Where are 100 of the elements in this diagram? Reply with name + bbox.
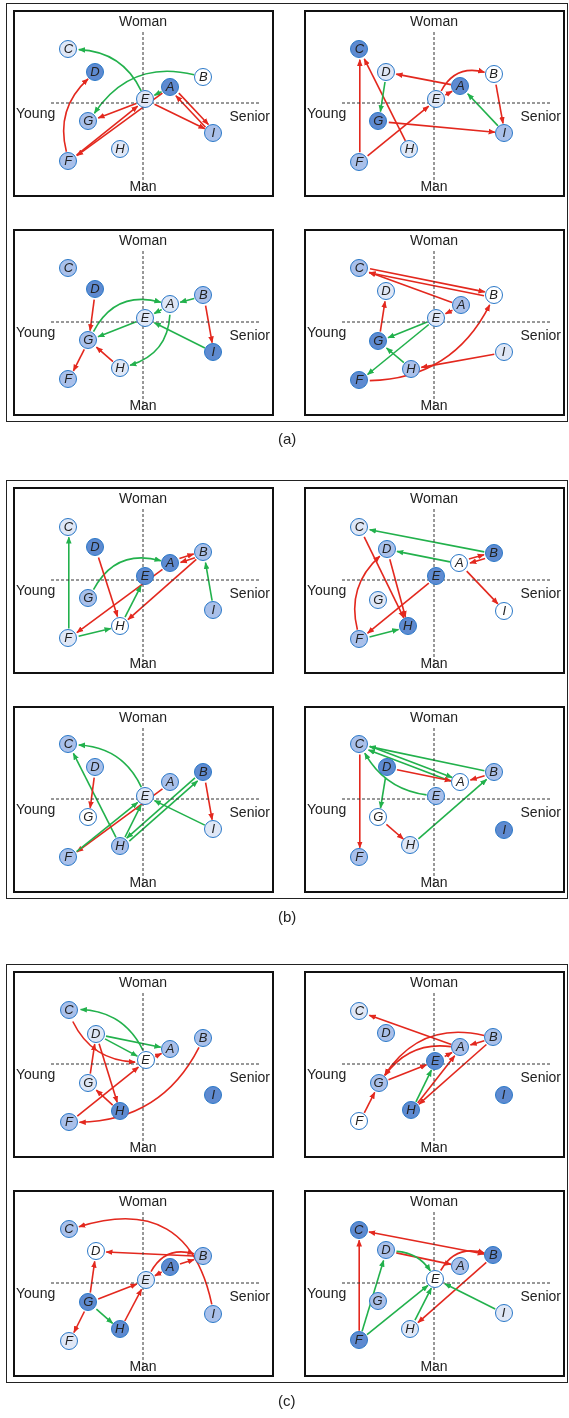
- quadrant-panel: [304, 1190, 565, 1377]
- letter-circle: A: [161, 295, 179, 314]
- arrow: [378, 776, 387, 809]
- letter-circle: A: [451, 77, 470, 95]
- axis-label: Woman: [410, 1194, 458, 1209]
- letter-circle: F: [350, 371, 369, 390]
- letter-circle: C: [59, 517, 78, 536]
- arrow: [76, 788, 164, 853]
- letter-circle: F: [59, 152, 78, 170]
- letter-circle: A: [451, 1257, 470, 1275]
- letter-circle: F: [59, 629, 78, 647]
- arrow: [72, 348, 86, 372]
- letter-circle: F: [350, 630, 369, 648]
- letter-circle: E: [136, 1051, 155, 1070]
- letter-circle: I: [204, 123, 223, 142]
- arrow: [62, 78, 89, 153]
- letter-circle: B: [194, 1029, 212, 1047]
- letter-circle: I: [494, 1085, 513, 1104]
- axis-label: Young: [16, 106, 56, 121]
- letter-circle: B: [484, 65, 503, 84]
- caption-label: (a): [278, 430, 297, 447]
- arrow: [465, 570, 499, 605]
- letter-circle: G: [79, 589, 98, 607]
- letter-circle: H: [398, 617, 417, 636]
- letter-circle: E: [427, 308, 445, 327]
- letter-circle: G: [79, 331, 98, 349]
- letter-circle: I: [204, 1085, 223, 1104]
- axis-label: Young: [307, 1067, 347, 1082]
- letter-circle: E: [426, 1269, 445, 1288]
- arrow: [153, 321, 206, 349]
- arrow: [396, 549, 451, 563]
- letter-circle: E: [136, 90, 154, 109]
- arrow: [417, 778, 488, 840]
- axis-label: Man: [129, 875, 157, 890]
- axis-label: Woman: [119, 14, 167, 29]
- letter-circle: C: [350, 735, 369, 753]
- letter-circle: D: [86, 758, 104, 777]
- letter-circle: G: [369, 332, 388, 350]
- arrow: [78, 47, 142, 92]
- axis-label: Woman: [119, 1194, 167, 1209]
- arrow: [72, 1020, 136, 1065]
- arrow: [415, 1069, 433, 1103]
- arrow: [105, 1035, 162, 1049]
- arrow: [366, 323, 430, 376]
- arrow: [75, 105, 139, 156]
- letter-circle: G: [79, 1293, 98, 1311]
- letter-circle: C: [350, 259, 369, 278]
- arrow: [416, 1054, 456, 1104]
- letter-circle: D: [86, 1242, 105, 1260]
- figure-frame: [6, 3, 568, 422]
- axis-label: Senior: [520, 328, 561, 343]
- quadrant-panel: [13, 487, 274, 674]
- arrow: [124, 1288, 143, 1322]
- caption-label: (b): [278, 908, 297, 925]
- arrow: [469, 774, 486, 781]
- axis-label: Senior: [229, 586, 270, 601]
- axis-label: Senior: [229, 328, 270, 343]
- figure-frame: [6, 964, 568, 1383]
- arrow: [468, 553, 485, 560]
- letter-circle: F: [350, 848, 369, 867]
- letter-circle: H: [401, 1319, 419, 1338]
- arrow: [153, 90, 163, 97]
- arrow: [361, 1259, 385, 1333]
- arrow: [366, 1284, 429, 1336]
- axis-label: Young: [16, 1067, 56, 1082]
- arrow: [420, 353, 496, 370]
- axis-label: Man: [420, 656, 448, 671]
- axis-label: Senior: [520, 1289, 561, 1304]
- letter-circle: G: [369, 591, 388, 609]
- axis-label: Young: [307, 106, 347, 121]
- quadrant-panel: [304, 706, 565, 893]
- arrow: [357, 59, 363, 153]
- axis-label: Man: [420, 1140, 448, 1155]
- axis-label: Young: [16, 1286, 56, 1301]
- arrow: [76, 1066, 140, 1117]
- letter-circle: H: [111, 358, 129, 377]
- letter-circle: E: [426, 1051, 445, 1070]
- letter-circle: I: [495, 123, 514, 142]
- letter-circle: G: [369, 1074, 388, 1092]
- arrow: [88, 298, 95, 332]
- axis-label: Young: [307, 802, 347, 817]
- arrow: [97, 1283, 138, 1300]
- letter-circle: C: [350, 1002, 369, 1021]
- letter-circle: E: [427, 786, 445, 805]
- arrow: [95, 346, 114, 363]
- letter-circle: H: [111, 616, 129, 635]
- letter-circle: B: [484, 544, 503, 563]
- letter-circle: D: [86, 62, 104, 81]
- axis-label: Man: [420, 398, 448, 413]
- arrow: [444, 1282, 496, 1310]
- letter-circle: B: [484, 1246, 503, 1265]
- quadrant-panel: [13, 706, 274, 893]
- letter-circle: B: [194, 1247, 212, 1265]
- axis-label: Man: [420, 179, 448, 194]
- letter-circle: E: [427, 567, 445, 586]
- arrow: [414, 1287, 433, 1321]
- letter-circle: A: [161, 77, 179, 96]
- axis-label: Woman: [119, 233, 167, 248]
- letter-circle: A: [451, 1038, 470, 1057]
- arrow: [153, 308, 163, 315]
